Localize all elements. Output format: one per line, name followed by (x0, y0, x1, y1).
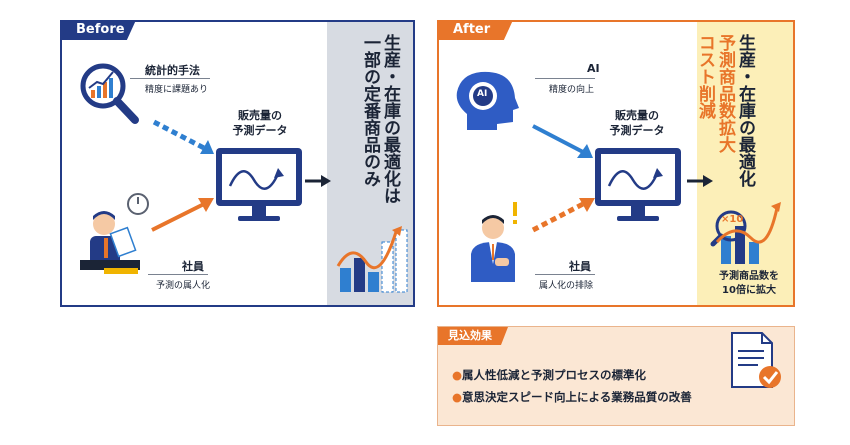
effects-tag: 見込効果 (438, 327, 508, 345)
after-note-line-1: 予測商品数を (719, 271, 779, 282)
bullet-2: ● (452, 390, 463, 404)
before-sales-line-2: 予測データ (232, 124, 288, 137)
effects-box: 見込効果 ●属人性低減と予測プロセスの標準化 ●意思決定スピード向上による業務品… (437, 326, 795, 426)
checklist-document-icon (731, 332, 781, 388)
before-staff-label: 社員 (182, 260, 204, 273)
result-arrow (305, 175, 331, 187)
after-result-line-3: コスト削減 (695, 34, 715, 119)
dotted-arrow (152, 119, 214, 154)
after-sales-label: 販売量の 予測データ (597, 108, 677, 138)
ai-label: AI (587, 62, 600, 75)
bullet-1: ● (452, 368, 463, 382)
after-growth-chart-icon (710, 202, 781, 264)
before-panel: Before 統計的手法 精度に課題あり 販売量の 予測データ (60, 20, 415, 307)
clock-icon (127, 193, 149, 215)
effect-item-2-text: 意思決定スピード向上による業務品質の改善 (462, 390, 692, 404)
ai-head-icon (456, 71, 519, 130)
ai-underline (535, 78, 595, 79)
after-result-line-1: 生産・在庫の最適化 (735, 34, 755, 187)
ai-icon-text: AI (477, 89, 488, 99)
after-result-arrow (687, 175, 713, 187)
before-result-line-1: 生産・在庫の最適化は (380, 34, 400, 204)
ai-arrow (532, 124, 593, 158)
after-note-line-2: 10倍に拡大 (722, 285, 776, 296)
after-panel: After AI AI 精度の向上 販売量の 予測データ (437, 20, 795, 307)
after-staff-label: 社員 (569, 260, 591, 273)
before-result-text: 生産・在庫の最適化は 一部の定番商品のみ (360, 34, 400, 204)
before-sales-label: 販売量の 予測データ (220, 108, 300, 138)
staff-dotted-arrow (531, 198, 595, 233)
magnifier-chart-icon (80, 63, 139, 124)
method-label: 統計的手法 (145, 64, 200, 77)
before-staff-sub: 予測の属人化 (156, 281, 211, 291)
before-tag: Before (60, 20, 136, 40)
before-staff-underline (148, 274, 208, 275)
effect-item-1-text: 属人性低減と予測プロセスの標準化 (462, 368, 647, 382)
worried-worker-icon (80, 211, 140, 274)
after-result-text: 生産・在庫の最適化 予測商品数拡大 コスト削減 (695, 34, 755, 187)
method-underline (130, 78, 210, 79)
before-growth-chart-icon (336, 226, 408, 293)
effect-item-1: ●属人性低減と予測プロセスの標準化 (452, 367, 646, 383)
after-sales-line-1: 販売量の (615, 109, 659, 122)
confident-worker-icon (471, 202, 517, 282)
method-sub: 精度に課題あり (145, 85, 209, 95)
multiplier-text: ×10 (721, 214, 744, 225)
after-tag: After (437, 20, 513, 40)
monitor-icon (216, 148, 302, 221)
ai-sub: 精度の向上 (549, 85, 595, 95)
after-sales-line-2: 予測データ (609, 124, 665, 137)
before-result-line-2: 一部の定番商品のみ (360, 34, 380, 187)
after-result-line-2: 予測商品数拡大 (715, 34, 735, 153)
after-staff-sub: 属人化の排除 (539, 281, 594, 291)
after-monitor-icon (595, 148, 681, 221)
staff-arrow (151, 198, 214, 232)
effect-item-2: ●意思決定スピード向上による業務品質の改善 (452, 389, 692, 405)
before-sales-line-1: 販売量の (238, 109, 282, 122)
after-staff-underline (535, 274, 595, 275)
after-note: 予測商品数を 10倍に拡大 (701, 270, 797, 298)
